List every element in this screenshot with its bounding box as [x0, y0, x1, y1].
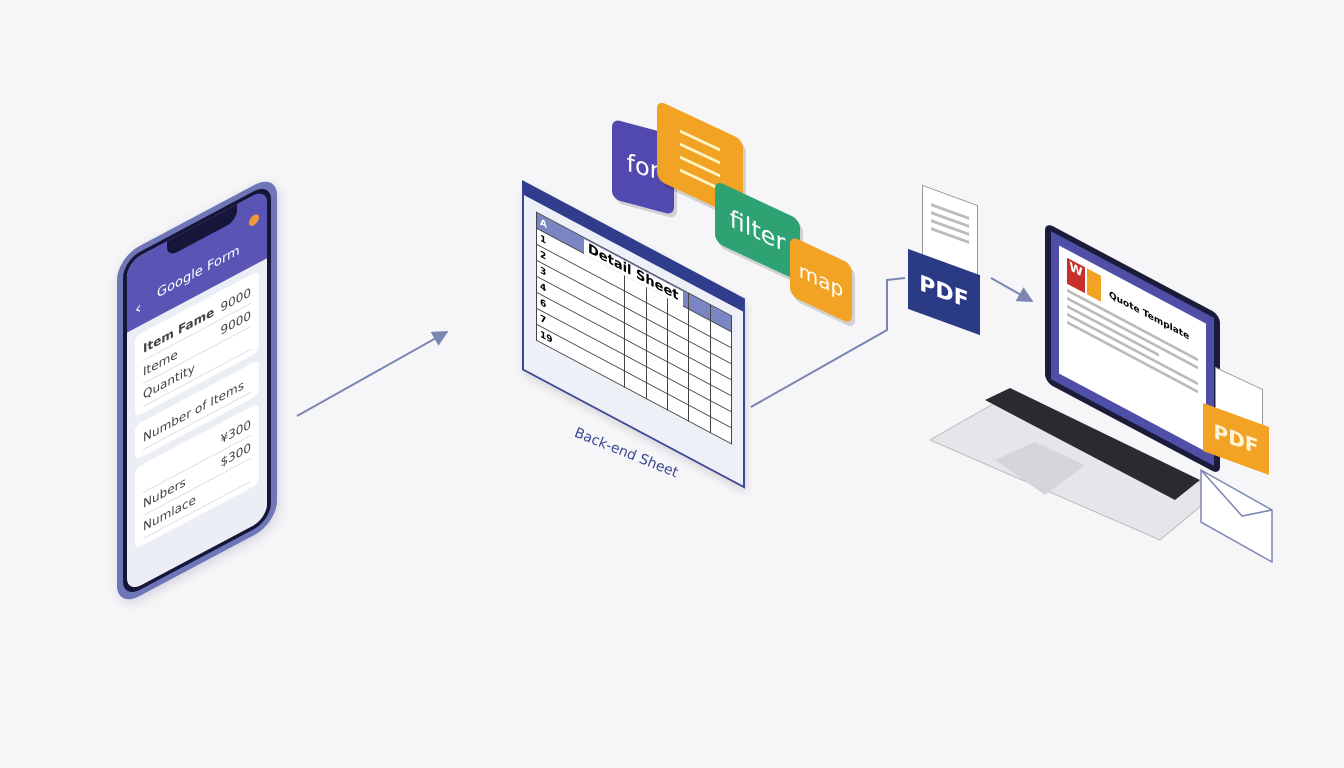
- arrow-pdf-to-laptop: [990, 277, 1034, 302]
- trackpad: [995, 442, 1085, 495]
- envelope-icon: [1200, 468, 1273, 564]
- laptop-base: [930, 388, 1220, 541]
- keyboard: [985, 388, 1200, 500]
- word-icon-lines: [1087, 268, 1101, 302]
- bubble-map-label: map: [798, 257, 844, 303]
- bubble-filter-label: filter: [729, 203, 786, 259]
- bubble-for-label: for: [626, 148, 660, 186]
- word-icon: W: [1067, 257, 1085, 294]
- arrow-phone-to-sheet: [296, 331, 449, 417]
- connector-sheet-to-pdf: [750, 277, 906, 408]
